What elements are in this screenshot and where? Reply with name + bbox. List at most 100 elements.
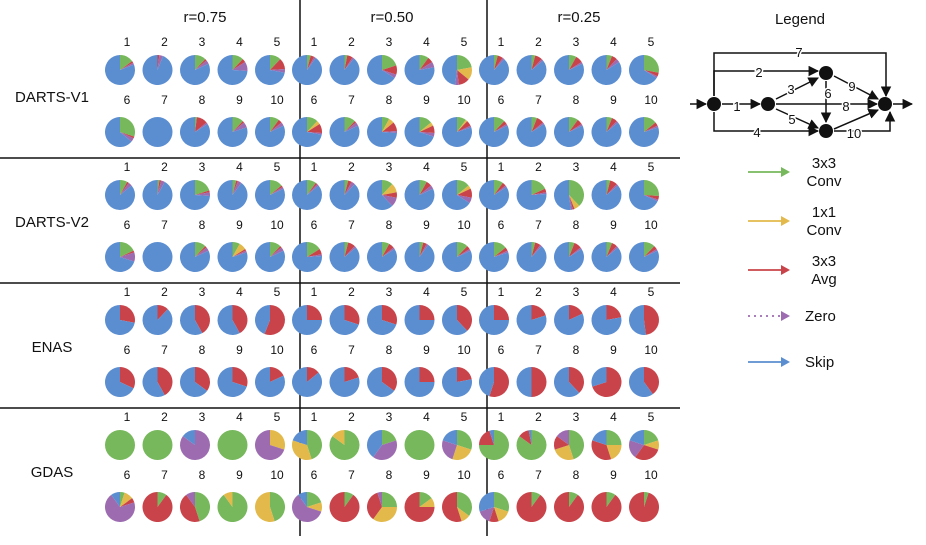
pie [217, 430, 248, 460]
pie-slice-skip [553, 55, 584, 85]
pie-slice-skip [292, 55, 323, 85]
pie-slice-avg3x3 [606, 243, 617, 257]
edge-number: 2 [161, 410, 168, 424]
pie-slice-skip [478, 492, 494, 512]
pie-slice-zero [531, 122, 545, 132]
pie-slice-skip [142, 366, 165, 397]
pie-slice-skip [254, 367, 285, 397]
pie-slice-avg3x3 [494, 55, 503, 70]
pie [292, 492, 323, 522]
edge-number: 6 [311, 343, 318, 357]
pie-slice-skip [441, 242, 472, 273]
pie-slice-zero [344, 181, 355, 195]
pie-slice-skip [142, 180, 173, 210]
pie-slice-zero [373, 440, 398, 461]
pie-slice-zero [569, 123, 583, 132]
pie-slice-skip [111, 492, 120, 507]
edge-number: 6 [311, 468, 318, 482]
graph-edge-label: 1 [733, 99, 740, 114]
row-label: DARTS-V1 [15, 89, 89, 106]
edge-number: 10 [457, 93, 471, 107]
edge-number: 7 [535, 343, 542, 357]
pie-slice-zero [479, 507, 494, 522]
pie-slice-zero [195, 247, 209, 257]
pie [628, 242, 659, 273]
edge-number: 6 [311, 218, 318, 232]
pie-slice-avg3x3 [494, 121, 507, 132]
edge-number: 1 [124, 285, 131, 299]
edge-number: 2 [535, 35, 542, 49]
edge-number: 10 [644, 218, 658, 232]
edge-number: 10 [457, 468, 471, 482]
pie-slice-zero [644, 70, 658, 79]
pie-slice-skip [217, 117, 248, 147]
pie-slice-avg3x3 [419, 242, 427, 257]
graph-edge [775, 108, 819, 129]
pie-slice-skip [292, 305, 322, 335]
edge-number: 8 [199, 93, 206, 107]
pie-slice-skip [254, 305, 270, 334]
pie-slice-conv3x3 [531, 491, 541, 507]
pie-slice-skip [489, 429, 494, 445]
edge-number: 3 [573, 410, 580, 424]
graph-edge [834, 110, 896, 132]
pie-slice-skip [292, 429, 307, 445]
edge-number: 1 [124, 160, 131, 174]
pie-slice-zero [382, 70, 397, 79]
edge-number: 3 [573, 160, 580, 174]
edge-number: 5 [648, 160, 655, 174]
pie [105, 430, 135, 460]
pie-slice-skip [329, 367, 360, 398]
pie-slice-conv1x1 [606, 445, 622, 460]
legend-arrowhead [781, 167, 790, 177]
pie-slice-avg3x3 [120, 498, 135, 507]
pie-slice-skip [291, 117, 322, 147]
pie-slice-skip [404, 180, 435, 211]
pie [105, 117, 136, 147]
pie-slice-skip [478, 367, 494, 397]
edge-number: 7 [161, 468, 168, 482]
pie-slice-conv3x3 [457, 492, 473, 516]
pie-slice-conv1x1 [419, 498, 435, 507]
pie [254, 367, 285, 397]
pie [292, 367, 323, 397]
pie-slice-skip [142, 242, 173, 272]
column-header: r=0.75 [184, 9, 227, 26]
pie-slice-zero [377, 491, 382, 507]
pie-slice-conv3x3 [606, 117, 613, 132]
pie-slice-avg3x3 [531, 305, 546, 320]
pie-slice-skip [104, 367, 134, 398]
pie [553, 116, 584, 147]
pie-slice-avg3x3 [494, 182, 506, 195]
pie-slice-conv1x1 [291, 440, 312, 461]
pie-slice-avg3x3 [232, 305, 248, 334]
pie-slice-conv3x3 [217, 492, 248, 523]
pie-slice-conv3x3 [232, 180, 237, 195]
edge-number: 2 [348, 35, 355, 49]
pie [629, 117, 660, 148]
pie-slice-skip [478, 55, 509, 85]
pie-slice-avg3x3 [344, 55, 353, 70]
edge-number: 1 [124, 35, 131, 49]
column-header: r=0.50 [371, 9, 414, 26]
pie-slice-skip [329, 117, 360, 147]
pie-slice-skip [182, 430, 195, 445]
pie-slice-avg3x3 [516, 492, 547, 522]
pie-slice-avg3x3 [554, 492, 585, 522]
pie [254, 55, 285, 85]
pie [554, 491, 585, 522]
pie-slice-avg3x3 [569, 305, 583, 320]
pie-slice-zero [644, 195, 659, 202]
pie [479, 242, 510, 273]
pie-slice-zero [232, 181, 242, 195]
pie [217, 242, 248, 272]
pie-slice-conv3x3 [120, 54, 133, 70]
edge-number: 5 [274, 35, 281, 49]
graph-node [819, 66, 833, 80]
pie-slice-avg3x3 [644, 305, 659, 335]
pie-slice-skip [292, 180, 323, 211]
pie-slice-skip [516, 367, 532, 397]
